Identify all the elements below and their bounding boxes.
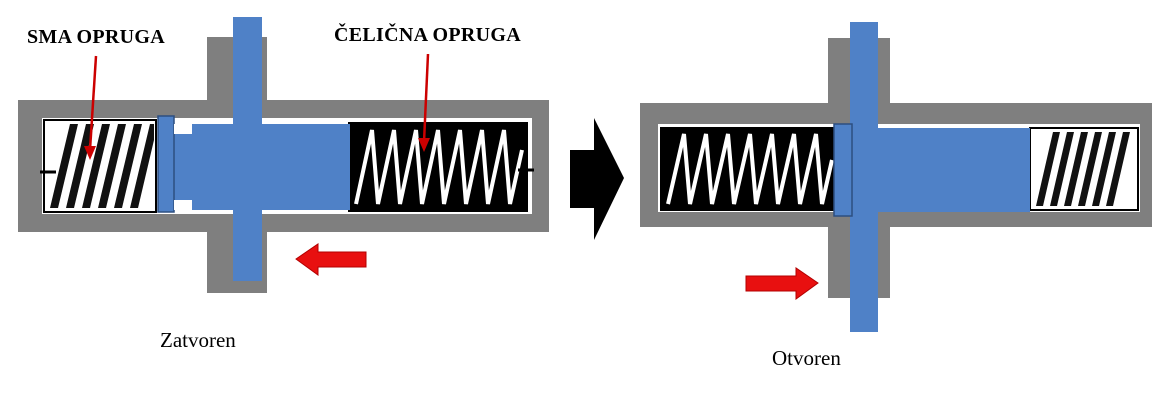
open-state-caption: Otvoren: [772, 346, 841, 370]
open-steel-spring: [1029, 127, 1139, 211]
steel-label-pointer: [418, 53, 430, 152]
sma-label-pointer: [84, 55, 98, 160]
closed-piston: [157, 17, 350, 281]
open-piston: [833, 22, 1030, 332]
closed-sma-spring: [40, 119, 157, 213]
closed-steel-spring: [348, 122, 534, 212]
open-sma-spring: [660, 127, 836, 211]
transition-arrow: [570, 118, 624, 240]
open-motion-arrow: [745, 267, 819, 300]
sma-spring-label: SMA OPRUGA: [27, 26, 165, 48]
steel-spring-label: ČELIČNA OPRUGA: [334, 24, 521, 46]
open-valve: [640, 22, 1152, 332]
closed-state-caption: Zatvoren: [160, 328, 236, 352]
closed-valve: [18, 17, 549, 293]
closed-motion-arrow: [295, 243, 367, 276]
